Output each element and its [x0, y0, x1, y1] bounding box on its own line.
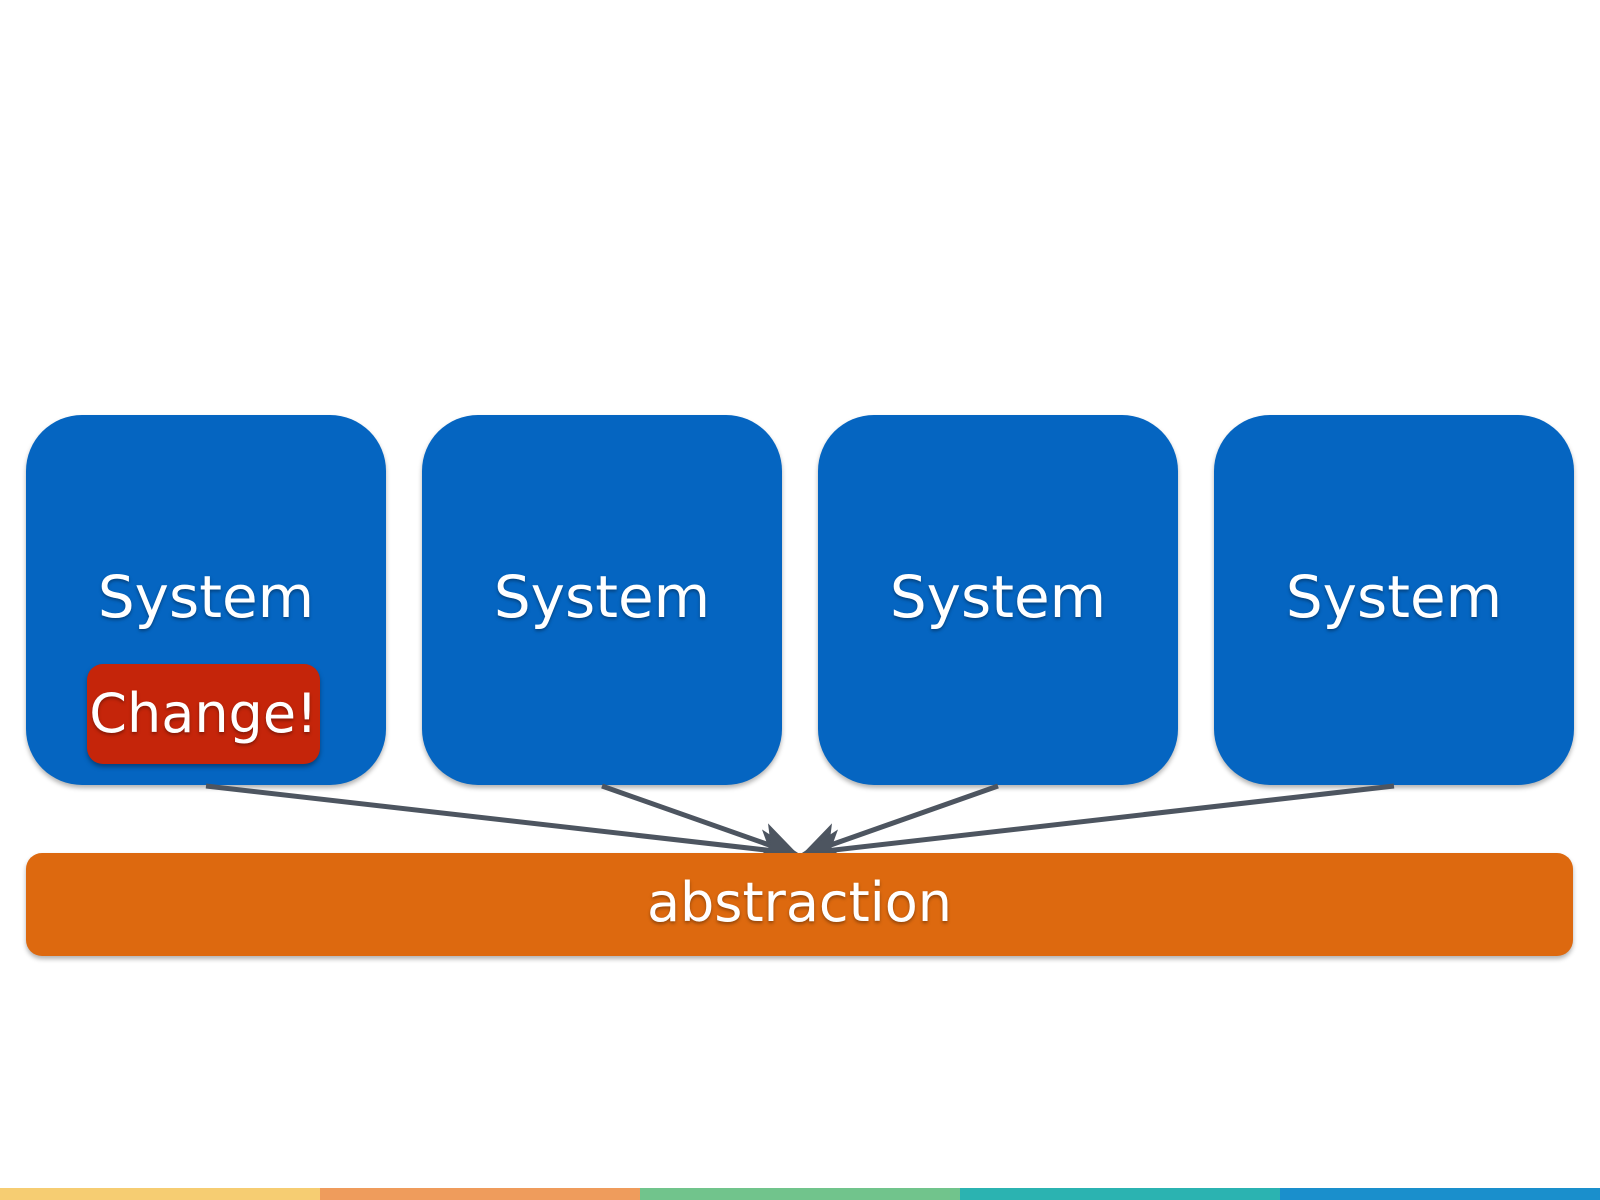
arrow-system-2: [601, 783, 800, 862]
arrow-system-3: [800, 783, 999, 862]
arrow-system-4: [800, 783, 1395, 870]
system-label: System: [97, 563, 315, 631]
footer-segment: [320, 1188, 640, 1200]
system-box-3: System: [818, 415, 1178, 785]
arrow-system-1: [205, 783, 800, 870]
system-box-4: System: [1214, 415, 1574, 785]
abstraction-bar: abstraction: [26, 853, 1573, 956]
system-label: System: [1285, 563, 1503, 631]
footer-segment: [640, 1188, 960, 1200]
system-label: System: [493, 563, 711, 631]
system-label: System: [889, 563, 1107, 631]
footer-color-strip: [0, 1188, 1600, 1200]
change-badge-label: Change!: [89, 682, 318, 745]
system-box-2: System: [422, 415, 782, 785]
system-box-1: System Change!: [26, 415, 386, 785]
abstraction-label: abstraction: [646, 871, 953, 934]
change-badge: Change!: [87, 664, 320, 764]
footer-segment: [960, 1188, 1280, 1200]
footer-segment: [1280, 1188, 1600, 1200]
footer-segment: [0, 1188, 320, 1200]
